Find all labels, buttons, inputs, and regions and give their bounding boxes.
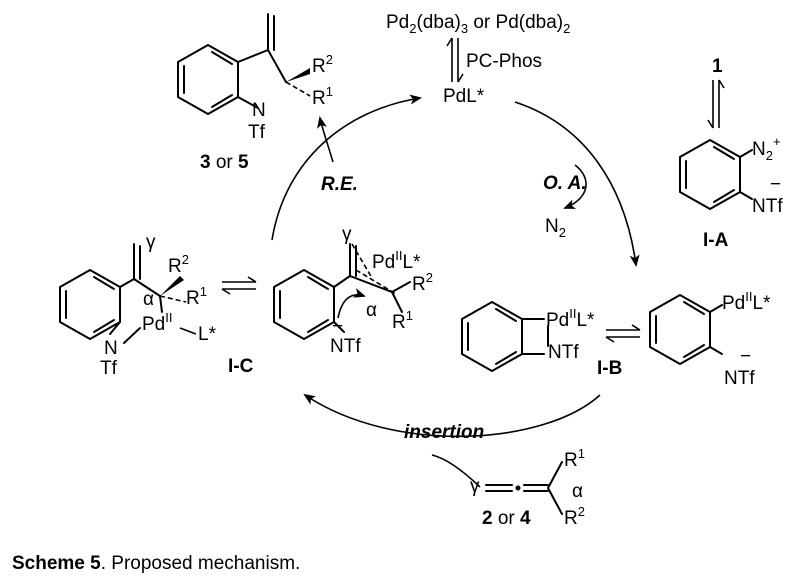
scheme-caption: Scheme 5. Proposed mechanism. [12, 553, 300, 575]
product-tf: Tf [248, 122, 266, 143]
ic-right-pdl: PdIIL* [372, 248, 421, 273]
allene-r1: R1 [564, 446, 585, 471]
ic-right-ntf: NTf [330, 336, 361, 357]
insertion-step-label: insertion [404, 422, 484, 443]
ic-right-r2: R2 [412, 270, 433, 295]
precatalyst-group: Pd2(dba)3 or Pd(dba)2 PC-Phos PdL* [386, 12, 570, 107]
ic-right-gamma: γ [342, 224, 352, 245]
ib-label: I-B [597, 358, 622, 379]
product-n: N [252, 100, 266, 121]
product-r2: R2 [312, 52, 333, 77]
ic-curly-arrow [337, 288, 366, 319]
product-release-arrow [317, 116, 334, 163]
allene-number: 2 or 4 [482, 508, 531, 529]
intermediate-IB: PdIIL* NTf I-B PdIIL* − NTf [461, 289, 771, 389]
ic-left-n: N [104, 338, 118, 359]
allene-reagent: γ R1 α R2 2 or 4 [470, 446, 585, 529]
ic-right-minus: − [332, 316, 343, 337]
ia-minus: − [770, 174, 781, 195]
intermediate-IC: γ R2 R1 α PdII L* N Tf γ PdIIL* R2 R1 [59, 224, 433, 379]
allene-gamma: γ [470, 476, 480, 497]
ib-open-ntf: NTf [724, 368, 755, 389]
ligand-label: PC-Phos [466, 51, 542, 72]
product-number: 3 or 5 [200, 152, 249, 173]
ia-label: I-A [703, 230, 729, 251]
ib-pdl: PdIIL* [546, 306, 595, 331]
cycle-arc-re [271, 94, 422, 241]
cycle-arc-oa [514, 101, 640, 267]
ib-open-pdl: PdIIL* [722, 289, 771, 314]
ic-right-r1: R1 [392, 308, 413, 333]
ic-left-alpha: α [143, 289, 154, 310]
product-indoline: R2 R1 N Tf 3 or 5 [177, 13, 333, 173]
oa-step-label: O. A. [543, 173, 587, 194]
caption-text: . Proposed mechanism. [100, 553, 301, 574]
caption-label: Scheme 5 [12, 553, 101, 574]
allene-alpha: α [572, 481, 583, 502]
ia-n2plus: N2+ [752, 134, 781, 163]
ic-left-pd: PdII [142, 310, 172, 335]
ic-right-alpha: α [366, 300, 377, 321]
ia-ntf: NTf [752, 196, 783, 217]
allene-entry-arrow [431, 454, 481, 488]
ic-left-l: L* [198, 324, 217, 345]
allene-r2: R2 [564, 504, 585, 529]
active-catalyst-label: PdL* [443, 86, 485, 107]
ic-left-tf: Tf [100, 358, 118, 379]
ic-left-r1: R1 [186, 284, 207, 309]
ic-left-gamma: γ [146, 232, 156, 253]
precatalyst-label: Pd2(dba)3 or Pd(dba)2 [386, 12, 570, 36]
re-step-label: R.E. [321, 174, 358, 195]
ib-ntf: NTf [548, 342, 579, 363]
catalytic-cycle [271, 94, 640, 488]
substrate-1-label: 1 [712, 56, 723, 77]
ib-open-minus: − [740, 346, 751, 367]
n2-branch-arrow [563, 164, 587, 209]
ic-label: I-C [228, 356, 254, 377]
intermediate-IA: 1 N2+ − NTf I-A [679, 56, 783, 251]
ic-left-r2: R2 [168, 252, 189, 277]
product-r1: R1 [312, 84, 333, 109]
n2-label: N2 [545, 216, 566, 240]
cycle-arc-insertion [303, 393, 601, 438]
